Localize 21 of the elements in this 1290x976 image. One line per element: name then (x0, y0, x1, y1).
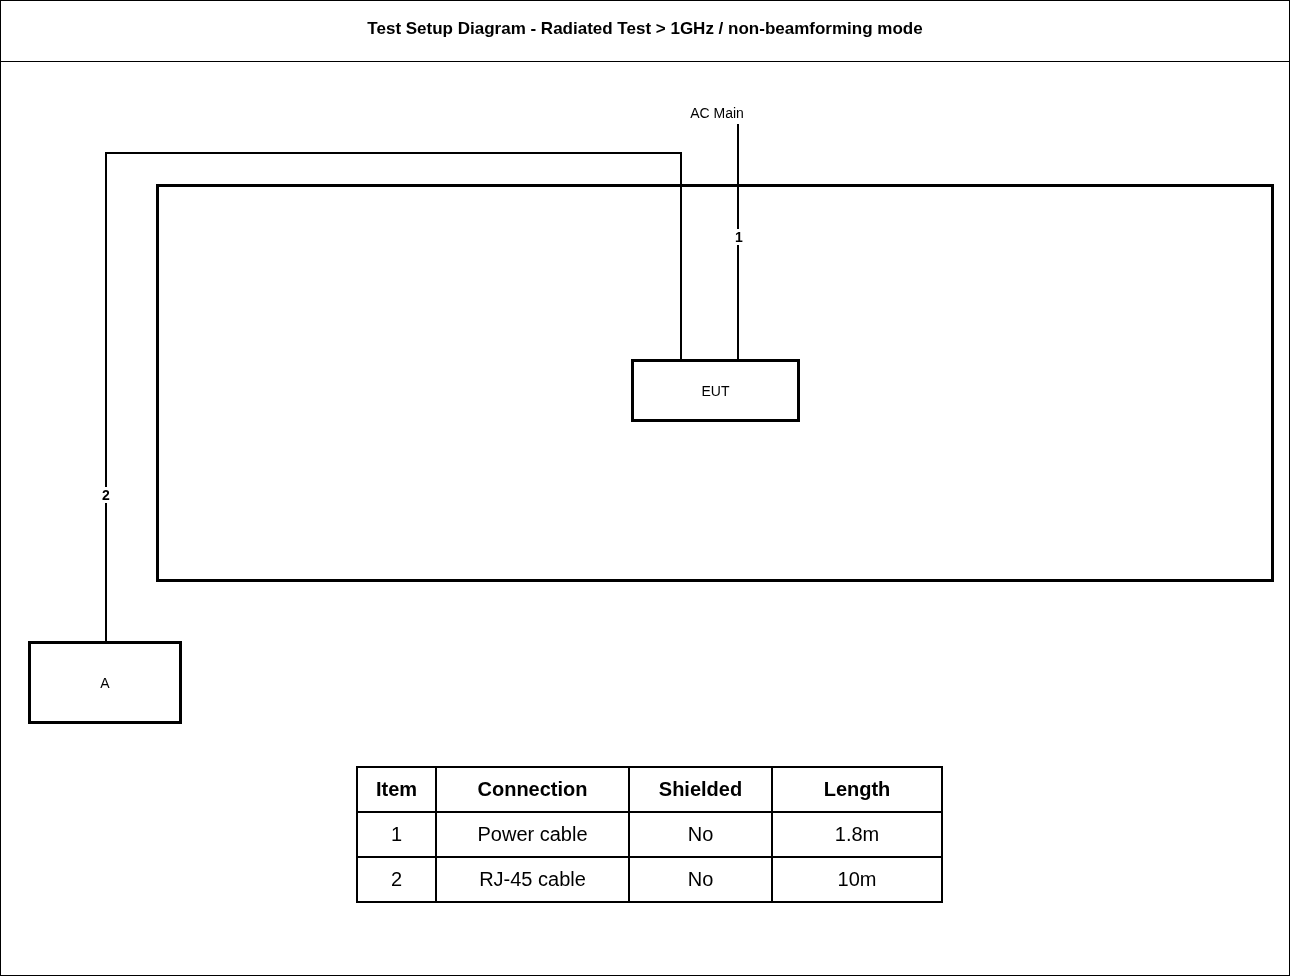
cable-number: 1 (734, 229, 744, 245)
column-header: Shielded (629, 767, 772, 812)
table-entry: No (629, 857, 772, 902)
test-table-outline (156, 184, 1274, 582)
equipment-box: EUT (631, 359, 800, 422)
column-header: Connection (436, 767, 629, 812)
diagram-title: Test Setup Diagram - Radiated Test > 1GHz / non-beamforming mode (366, 19, 924, 39)
table-entry: No (629, 812, 772, 857)
table-entry: 1.8m (772, 812, 942, 857)
table-entry: Power cable (436, 812, 629, 857)
table-entry: 1 (357, 812, 436, 857)
cable-line (105, 152, 682, 643)
column-header: Length (772, 767, 942, 812)
cable-line (737, 123, 739, 361)
table-entry: 10m (772, 857, 942, 902)
cable-number: 2 (101, 487, 111, 503)
table-entry: RJ-45 cable (436, 857, 629, 902)
supply-label: AC Main (681, 103, 753, 123)
table-entry: 2 (357, 857, 436, 902)
column-header: Item (357, 767, 436, 812)
equipment-box: A (28, 641, 182, 724)
